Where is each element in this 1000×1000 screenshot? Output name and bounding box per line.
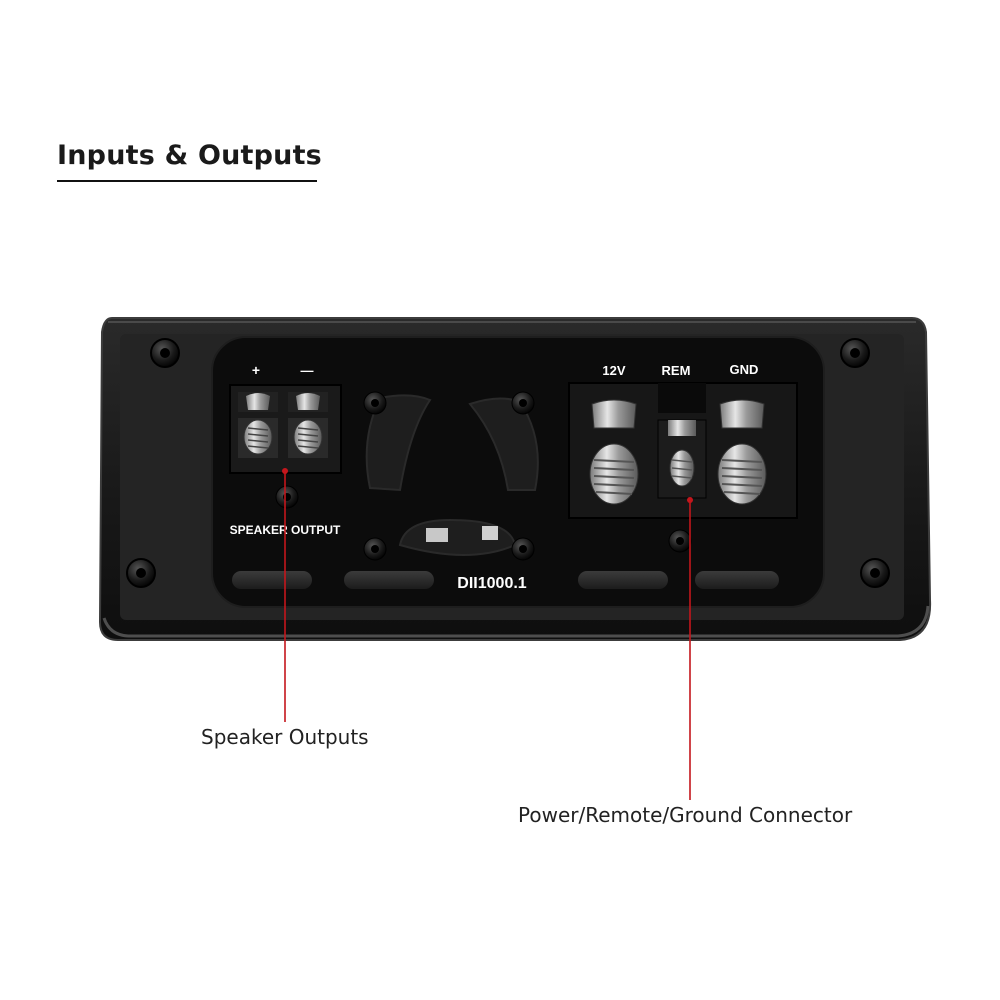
terminal-label-minus: —	[301, 363, 314, 378]
speaker-terminal-block[interactable]	[229, 384, 342, 474]
panel-screw-icon	[511, 537, 535, 561]
callout-label-power-connector: Power/Remote/Ground Connector	[518, 803, 853, 827]
fan-grille-icon	[365, 394, 539, 556]
callout-label-speaker-outputs: Speaker Outputs	[201, 725, 369, 749]
panel-screw-icon	[363, 391, 387, 415]
panel-screw-icon	[363, 537, 387, 561]
terminal-label-rem: REM	[662, 363, 691, 378]
panel-screw-icon	[275, 485, 299, 509]
callout-power-connector	[687, 497, 693, 800]
vent-slots	[232, 571, 779, 589]
terminal-label-12v: 12V	[602, 363, 625, 378]
panel-screw-icon	[668, 529, 692, 553]
terminal-label-gnd: GND	[730, 362, 759, 377]
page-title: Inputs & Outputs	[57, 140, 322, 171]
corner-screw-icon	[150, 338, 180, 368]
terminal-label-plus: +	[252, 362, 260, 378]
callout-speaker-outputs	[282, 468, 288, 722]
corner-screw-icon	[860, 558, 890, 588]
corner-screw-icon	[126, 558, 156, 588]
corner-screw-icon	[840, 338, 870, 368]
model-number: DII1000.1	[457, 575, 526, 592]
panel-screw-icon	[511, 391, 535, 415]
power-terminal-block[interactable]	[568, 382, 798, 519]
title-underline	[57, 180, 317, 182]
